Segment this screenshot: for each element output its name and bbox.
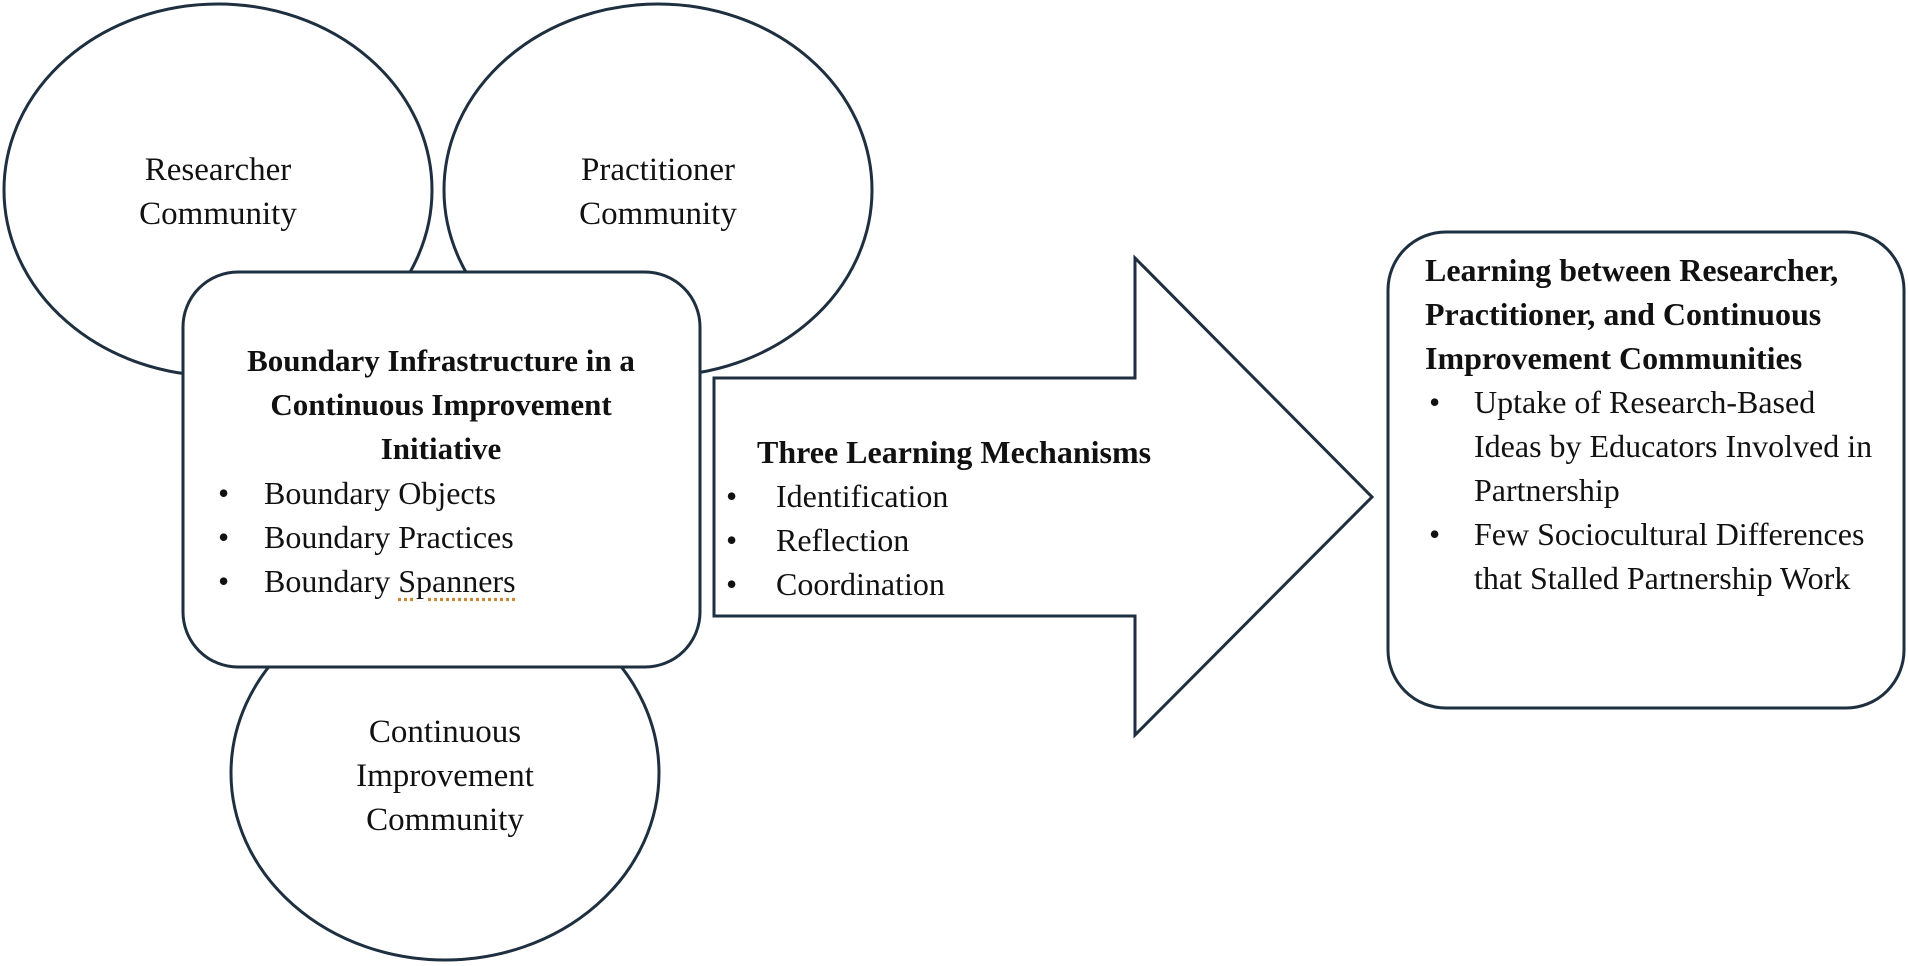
list-item: • Coordination (726, 562, 1226, 606)
list-item: • Few Sociocultural Differences that Sta… (1429, 512, 1877, 600)
list-item: • Boundary Objects (218, 471, 672, 515)
bullet: • (218, 563, 230, 599)
boundary-infrastructure-list: • Boundary Objects • Boundary Practices … (218, 471, 672, 603)
learning-mechanisms-list: • Identification • Reflection • Coordina… (726, 474, 1226, 606)
bullet: • (726, 566, 738, 602)
learning-mechanisms-title: Three Learning Mechanisms (757, 434, 1152, 470)
list-item-text: Boundary Objects (264, 475, 496, 511)
list-item-text: Boundary Practices (264, 519, 514, 555)
list-item: • Reflection (726, 518, 1226, 562)
boundary-infrastructure-box (181, 270, 702, 669)
learning-outcomes-title: Learning between Researcher, Practitione… (1425, 252, 1839, 376)
list-item-text: Coordination (776, 566, 945, 602)
learning-outcomes-box (1386, 230, 1906, 710)
continuous-improvement-community-label: Continuous Improvement Community (356, 714, 534, 838)
bullet: • (726, 478, 738, 514)
bullet: • (1429, 384, 1441, 420)
list-item: • Identification (726, 474, 1226, 518)
list-item-text: Uptake of Research-Based Ideas by Educat… (1474, 384, 1873, 508)
bullet: • (726, 522, 738, 558)
bullet: • (1429, 516, 1441, 552)
learning-outcomes-content: Learning between Researcher, Practitione… (1425, 248, 1877, 600)
list-item-text: Boundary Spanners (264, 563, 516, 599)
bullet: • (218, 519, 230, 555)
learning-mechanisms-content: Three Learning Mechanisms • Identificati… (726, 430, 1226, 606)
boundary-infrastructure-title: Boundary Infrastructure in a Continuous … (247, 343, 635, 466)
list-item-text: Few Sociocultural Differences that Stall… (1474, 516, 1865, 596)
practitioner-community-label: Practitioner Community (579, 152, 737, 232)
list-item-text: Identification (776, 478, 949, 514)
list-item-text: Reflection (776, 522, 910, 558)
list-item: • Boundary Practices (218, 515, 672, 559)
researcher-community-label: Researcher Community (139, 152, 297, 232)
list-item: • Uptake of Research-Based Ideas by Educ… (1429, 380, 1877, 512)
learning-outcomes-list: • Uptake of Research-Based Ideas by Educ… (1429, 380, 1877, 600)
spellcheck-underlined-word: Spanners (398, 563, 516, 599)
bullet: • (218, 475, 230, 511)
boundary-infrastructure-content: Boundary Infrastructure in a Continuous … (210, 339, 672, 603)
list-item: • Boundary Spanners (218, 559, 672, 603)
learning-mechanisms-arrow (712, 254, 1375, 739)
